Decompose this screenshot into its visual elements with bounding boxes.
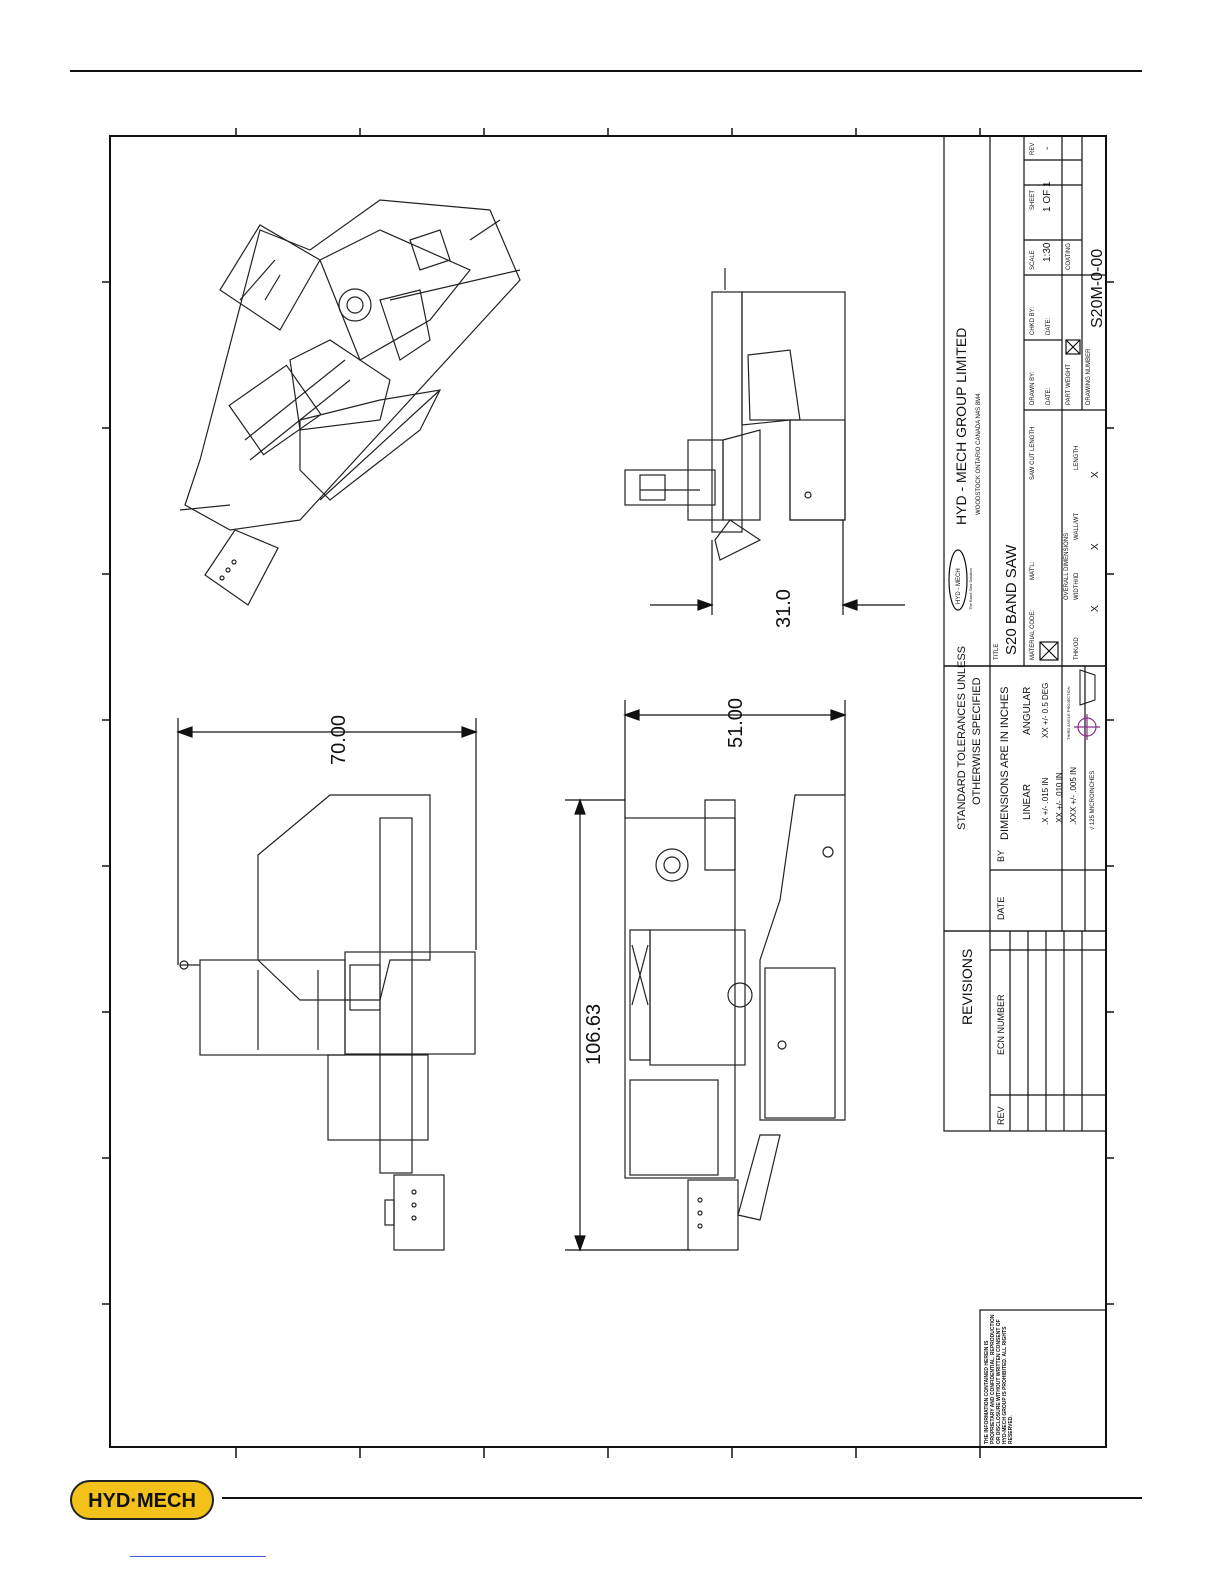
linear-2: .XX +/- .010 IN [1055, 772, 1064, 825]
zone-ticks [102, 128, 1114, 1458]
angular-label: ANGULAR [1022, 687, 1033, 735]
linear-3: .XXX +/- .005 IN [1069, 767, 1078, 825]
scale-value: 1:30 [1042, 242, 1053, 262]
drawing-title: S20 BAND SAW [1003, 544, 1020, 655]
revisions-title: REVISIONS [959, 949, 975, 1025]
finish-label: √ 125 MICROINCHES [1089, 771, 1096, 830]
logo-small-sub: The Band Saw Solution [968, 568, 973, 610]
thk-label: THK/OD [1074, 637, 1080, 660]
dim-31-label: 31.0 [773, 589, 795, 628]
dim-51-label: 51.00 [725, 698, 747, 748]
tolerances-line1: STANDARD TOLERANCES UNLESS [956, 646, 968, 830]
overall-dims-label: OVERALL DIMENSIONS [1064, 533, 1070, 600]
header-rule [70, 70, 1142, 72]
side-view [624, 268, 846, 561]
dimension-51 [623, 700, 847, 818]
saw-cut-label: SAW CUT LENGTH [1030, 427, 1036, 480]
title-label: TITLE [994, 644, 1000, 660]
matl-label: MAT'L: [1030, 561, 1036, 580]
units-label: DIMENSIONS ARE IN INCHES [999, 687, 1011, 840]
top-view [179, 794, 476, 1251]
logo-small-text: HYD - MECH [956, 568, 962, 604]
linear-1: .X +/- .015 IN [1041, 777, 1050, 825]
company-name: HYD - MECH GROUP LIMITED [953, 328, 969, 525]
checked-date-label: DATE: [1046, 317, 1052, 335]
wall-label: WALL/WT [1074, 513, 1080, 540]
projection-label: THIRD ANGLE PROJECTION [1066, 686, 1071, 740]
hydmech-logo: HYD·MECH [70, 1480, 214, 1520]
dim-70-label: 70.00 [328, 715, 350, 765]
drawn-by-label: DRAWN BY: [1030, 371, 1036, 405]
title-block [943, 135, 1107, 1448]
length-label: LENGTH [1074, 446, 1080, 470]
company-address: WOODSTOCK ONTARIO CANADA N4S 8M4 [976, 393, 982, 515]
rev-label: REV [1030, 143, 1036, 155]
dimension-31 [650, 520, 905, 615]
rev-col-ecn: ECN NUMBER [996, 994, 1006, 1055]
coating-label: COATING [1066, 243, 1072, 270]
sheet-value: 1 OF 1 [1042, 181, 1053, 212]
drawing-number-label: DRAWING NUMBER [1086, 348, 1092, 405]
width-label: WIDTH/ID [1074, 572, 1080, 600]
part-weight-label: PART WEIGHT [1066, 364, 1072, 405]
tolerances-line2: OTHERWISE SPECIFIED [971, 677, 983, 805]
rev-col-by: BY [996, 850, 1006, 862]
linear-label: LINEAR [1022, 784, 1033, 820]
dim-106-label: 106.63 [583, 1004, 605, 1065]
length-x: X [1090, 471, 1101, 478]
projection-symbol [1074, 714, 1100, 740]
rev-col-rev: REV [996, 1106, 1006, 1125]
dimension-70 [176, 718, 478, 965]
footer-rule [222, 1497, 1142, 1499]
title-logo-oval [948, 549, 968, 611]
width-x: X [1090, 543, 1101, 550]
isometric-view [179, 199, 521, 606]
sheet-label: SHEET [1030, 190, 1036, 210]
drawing-number: S20M-0-00 [1089, 249, 1106, 328]
proprietary-notice-frame: THE INFORMATION CONTAINED HEREIN IS PROP… [984, 1314, 1014, 1444]
dimension-106 [565, 798, 690, 1252]
rev-col-date: DATE [996, 897, 1006, 920]
material-code: MATERIAL CODE: [1030, 610, 1036, 660]
projection-cone [1079, 669, 1096, 706]
scale-label: SCALE [1030, 250, 1036, 270]
rev-value: - [1042, 147, 1053, 150]
proprietary-notice: THE INFORMATION CONTAINED HEREIN IS PROP… [984, 1314, 1014, 1444]
footer-logo-text: HYD·MECH [88, 1490, 196, 1512]
angular-1: XX +/- 0.5 DEG [1041, 683, 1050, 738]
drawn-date-label: DATE: [1046, 387, 1052, 405]
link-underline [130, 1556, 266, 1557]
thk-x: X [1090, 605, 1101, 612]
checked-by-label: CHKD BY: [1030, 307, 1036, 335]
plan-view [624, 794, 846, 1251]
